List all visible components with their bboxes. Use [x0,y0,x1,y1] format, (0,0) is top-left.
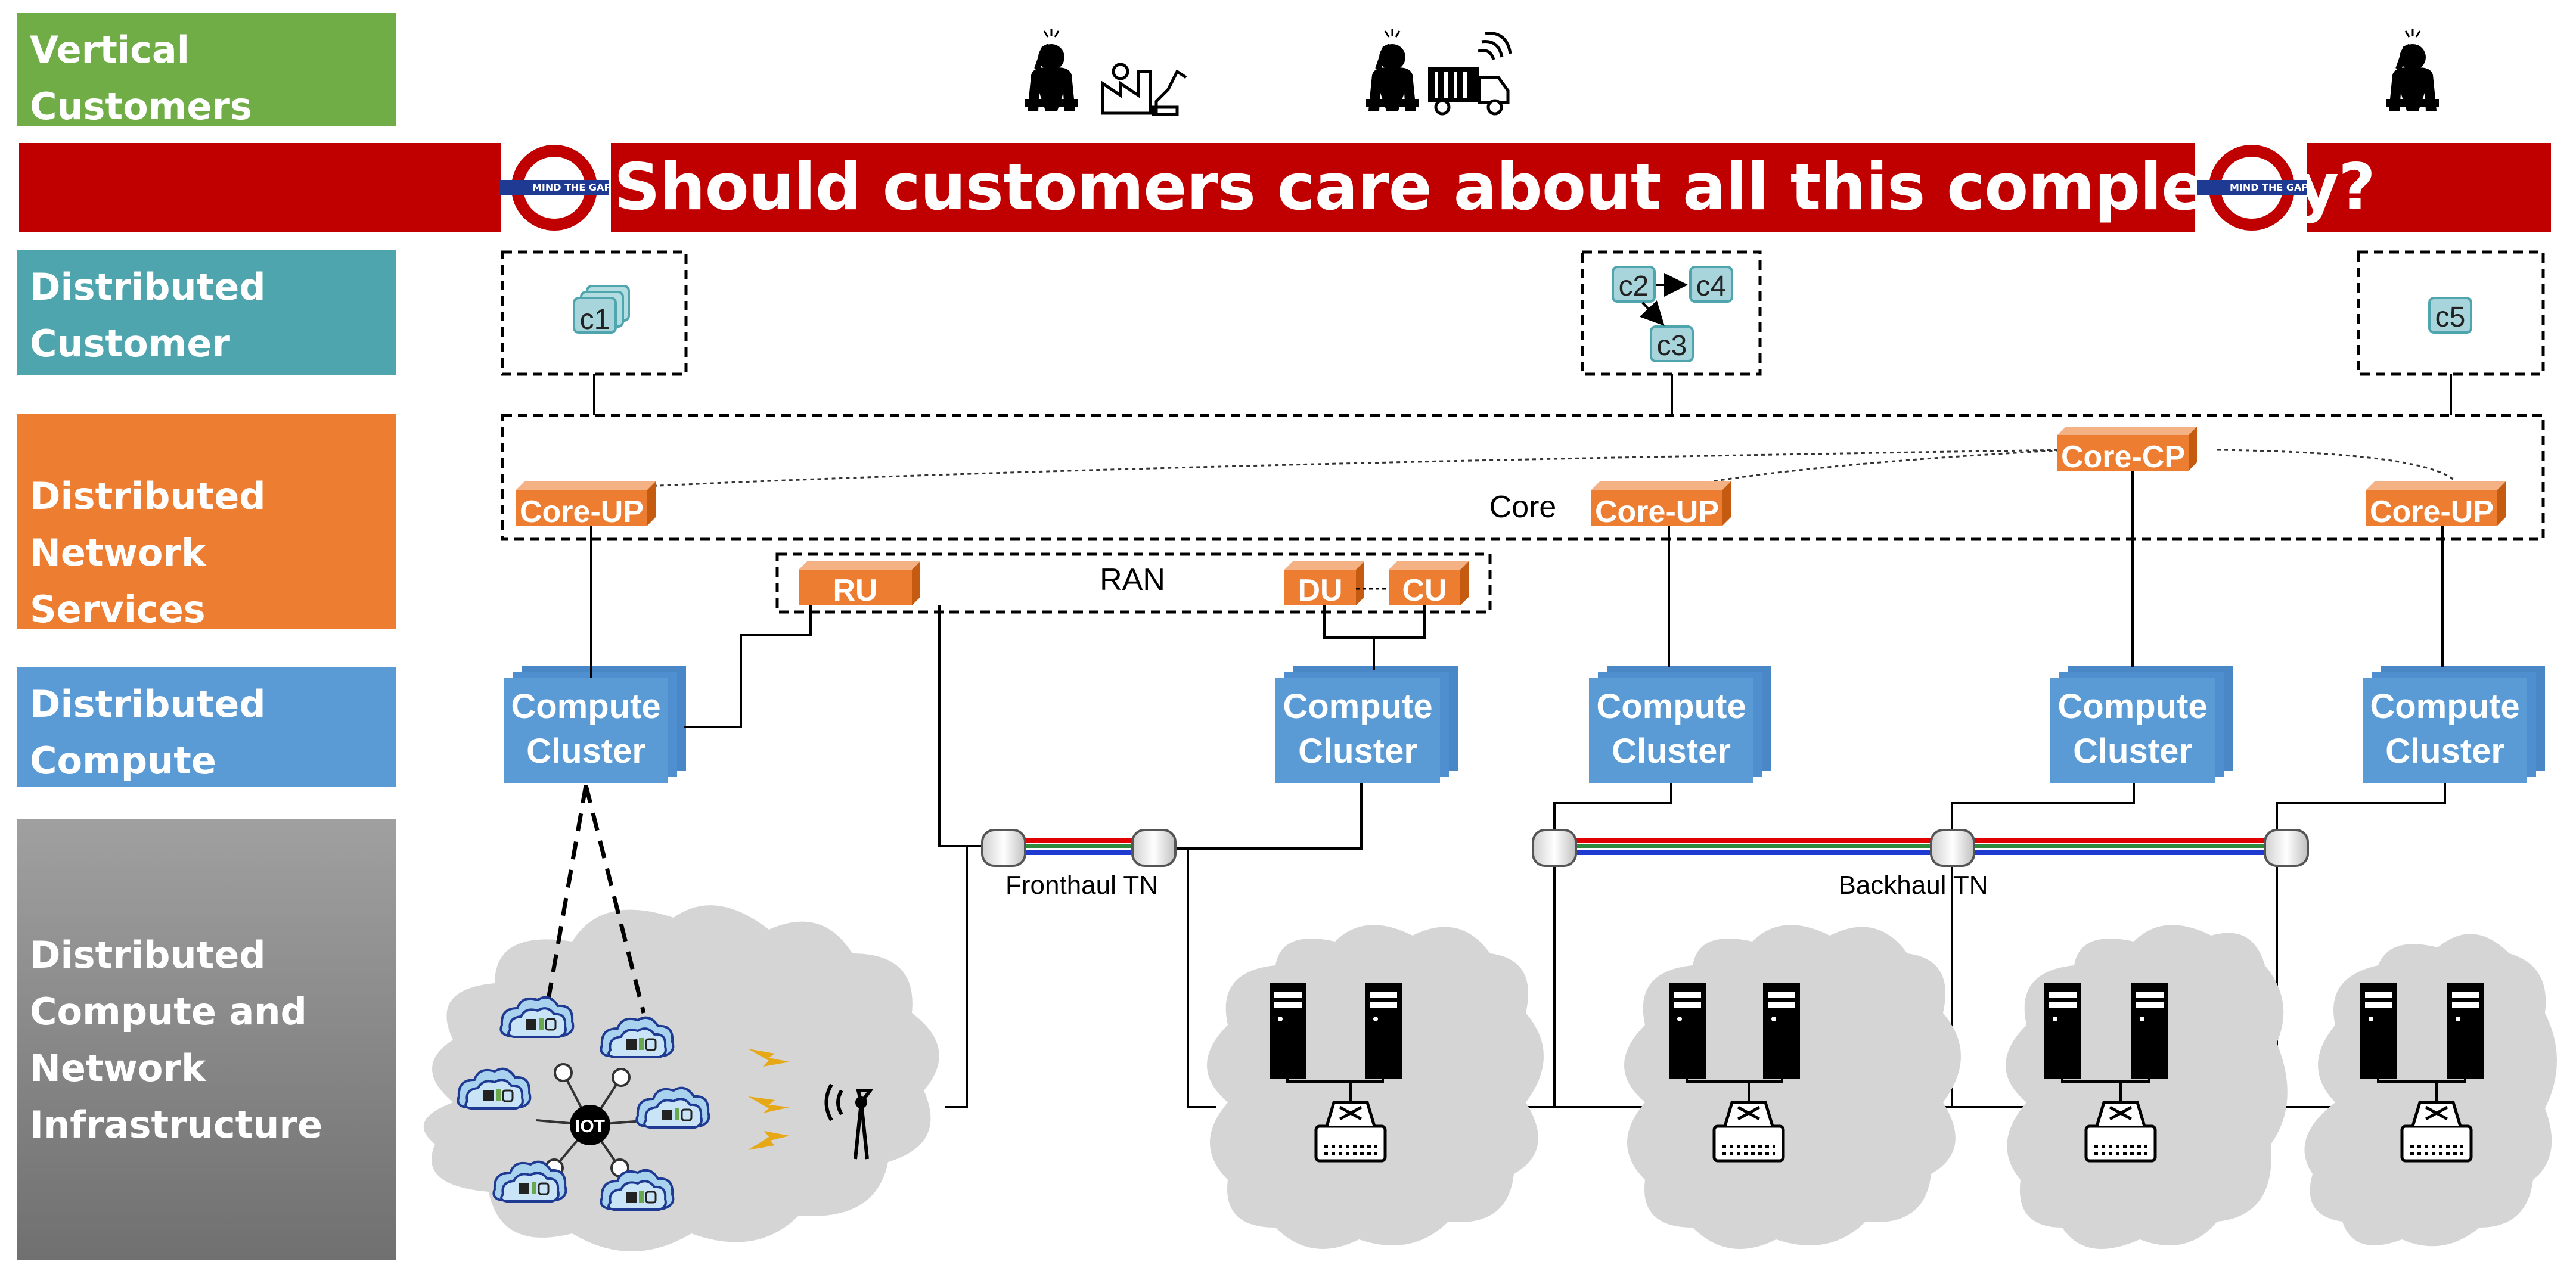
iot-hub-label: IOT [575,1117,605,1136]
fronthaul-link [981,829,1177,867]
datacenter-cloud-3 [2006,925,2288,1249]
banner-bar-right [2307,143,2551,232]
antenna-tower-icon [824,1083,874,1160]
datacenter-cloud-1 [1207,925,1544,1249]
mind-the-gap-sign-right [2197,145,2307,231]
compute-cluster-1-line1: Compute [511,687,660,726]
core-box [501,414,2545,541]
datacenter-cloud-2 [1624,925,1961,1249]
core-up-label-1: Core-UP [520,495,644,529]
layer-label-network-services: Distributed Network Services [17,414,396,631]
mind-the-gap-text-left: MIND THE GAP [532,182,612,193]
ru-label: RU [833,573,877,608]
service-c5-label: c5 [2435,302,2466,333]
service-c2 [1612,266,1656,303]
layer-label-infrastructure: Distributed Compute and Network Infrastr… [17,819,396,1260]
compute-cluster-3-line1: Compute [1596,687,1746,726]
core-up-label-3: Core-UP [2370,495,2494,529]
compute-cluster-5-line2: Cluster [2385,732,2504,770]
cu-label: CU [1402,573,1447,608]
compute-cluster-5-line1: Compute [2370,687,2519,726]
mind-the-gap-sign-left [499,145,609,231]
banner-bar-center [611,143,2195,232]
service-c4-label: c4 [1696,271,1727,302]
person-stressed-icon [2386,29,2439,111]
compute-cluster-3-line2: Cluster [1612,732,1731,770]
datacenter-cloud-4 [2304,934,2557,1247]
fronthaul-label: Fronthaul TN [1005,871,1158,900]
ran-box [775,552,1492,614]
service-c3-label: c3 [1657,330,1687,362]
banner-question: Should customers care about all this com… [614,150,2376,225]
core-label: Core [1489,490,1557,524]
compute-cluster-2-line1: Compute [1283,687,1432,726]
person-stressed-icon [1025,29,1078,111]
layer-label-vertical-customers: Vertical Customers [17,13,396,128]
service-c1 [573,285,630,334]
ran-label: RAN [1100,563,1165,597]
service-c3 [1650,325,1694,362]
service-c4 [1689,266,1733,303]
iot-hub-icon [570,1105,610,1145]
iot-link-right [584,785,646,1014]
compute-cluster-4-line2: Cluster [2073,732,2192,770]
backhaul-link [1532,829,2309,867]
core-cp-label: Core-CP [2061,440,2185,474]
person-stressed-icon [1366,29,1419,111]
du-label: DU [1298,573,1342,608]
delivery-truck-icon [1428,32,1512,116]
core-up-label-2: Core-UP [1595,495,1719,529]
layer-label-customer-services: Distributed Customer Services [17,250,396,422]
customer-service-box-1 [501,250,688,376]
factory-robot-icon [1101,63,1187,116]
iot-spokes [536,1072,650,1169]
backhaul-label: Backhaul TN [1838,871,1988,900]
compute-cluster-2-line2: Cluster [1298,732,1417,770]
compute-cluster-4-line1: Compute [2057,687,2207,726]
iot-link-left [544,785,588,1014]
service-c1-label: c1 [580,304,610,335]
service-c5 [2428,297,2472,334]
mind-the-gap-text-right: MIND THE GAP [2230,182,2309,193]
service-c2-label: c2 [1619,271,1649,302]
wireless-signal-bolts-icon [748,1049,790,1150]
connector-lines [590,471,2446,1108]
compute-cluster-1-line2: Cluster [526,732,645,770]
banner-bar-left [19,143,501,232]
